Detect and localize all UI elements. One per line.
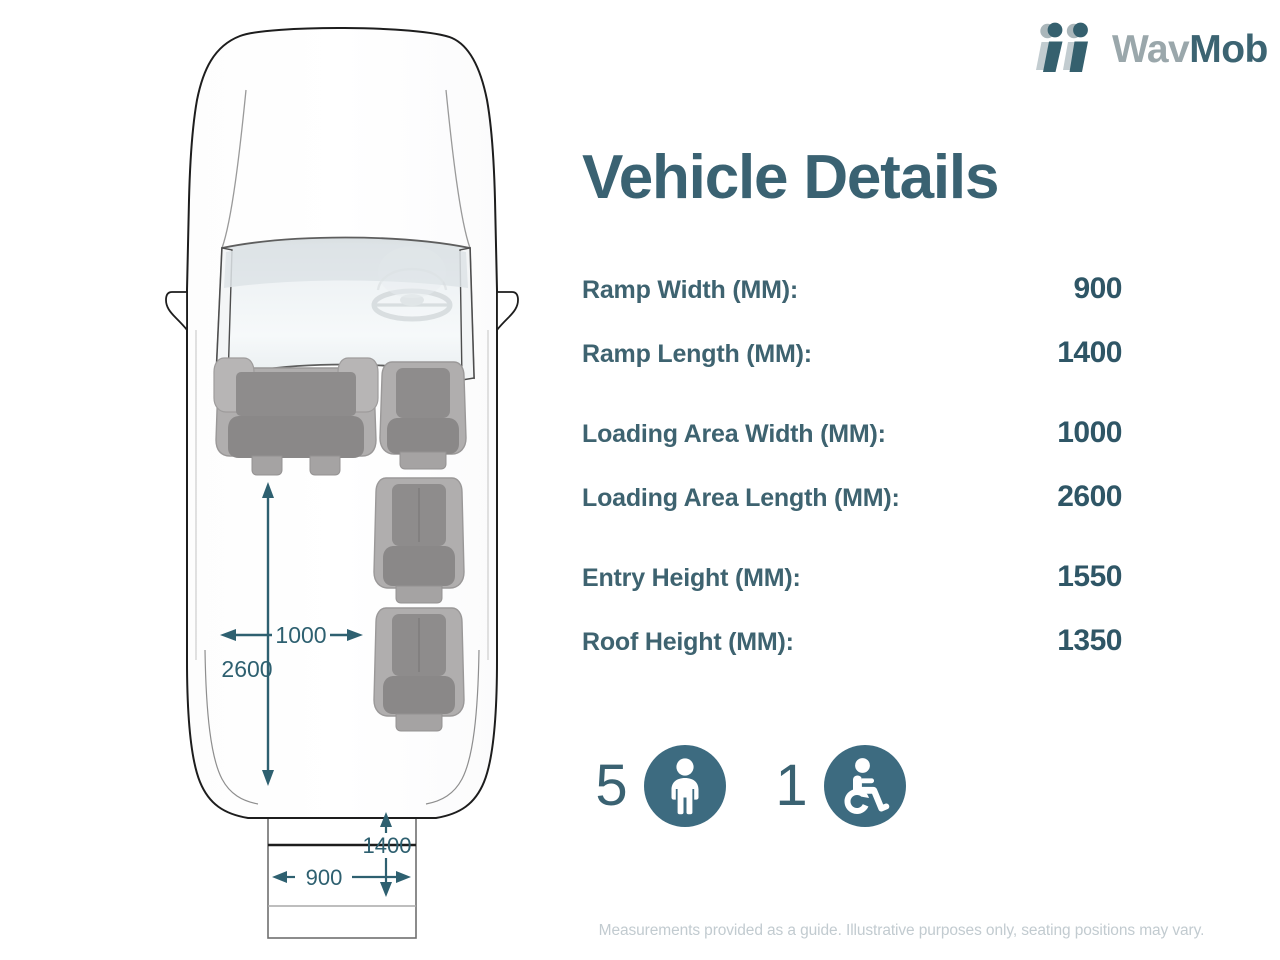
passenger-badge	[644, 745, 726, 827]
brand-logo: WavMob	[1034, 22, 1268, 76]
steering-wheel-icon	[371, 246, 453, 322]
spec-list: Ramp Width (MM): 900 Ramp Length (MM): 1…	[582, 272, 1123, 688]
wheelchair-icon	[844, 758, 890, 814]
windscreen	[215, 236, 475, 381]
dimension-label-1000: 1000	[275, 622, 326, 648]
spec-label: Ramp Length (MM):	[582, 340, 812, 368]
spec-row-loading-area-length: Loading Area Length (MM): 2600	[582, 480, 1123, 544]
vehicle-top-view-svg: 2600 1000 900	[165, 26, 519, 939]
brand-name-part2: Mob	[1189, 27, 1268, 71]
spec-value: 1400	[1057, 336, 1122, 369]
footer-disclaimer: Measurements provided as a guide. Illust…	[598, 922, 1205, 939]
spec-row-entry-height: Entry Height (MM): 1550	[582, 560, 1123, 624]
spec-value: 2600	[1057, 480, 1122, 513]
wheelchair-count: 1	[775, 753, 807, 818]
spec-row-loading-area-width: Loading Area Width (MM): 1000	[582, 416, 1123, 480]
spec-row-ramp-width: Ramp Width (MM): 900	[582, 272, 1123, 336]
wheelchair-capacity: 1	[762, 745, 906, 827]
spec-label: Loading Area Length (MM):	[582, 484, 900, 512]
third-row-seat	[373, 607, 465, 732]
dimension-label-2600: 2600	[221, 656, 272, 682]
vehicle-diagram: 2600 1000 900	[0, 0, 580, 960]
person-icon	[671, 758, 699, 815]
driver-seat	[379, 361, 467, 470]
spec-label: Entry Height (MM):	[582, 564, 801, 592]
spec-label: Roof Height (MM):	[582, 628, 794, 656]
spec-label: Ramp Width (MM):	[582, 276, 798, 304]
spec-value: 1000	[1057, 416, 1122, 449]
capacity-summary: 5 1	[582, 745, 906, 827]
spec-value: 1550	[1057, 560, 1122, 593]
spec-label: Loading Area Width (MM):	[582, 420, 886, 448]
wavmob-people-logo-icon	[1036, 22, 1088, 72]
dimension-ramp-length	[380, 812, 392, 897]
spec-value: 900	[1073, 272, 1122, 305]
brand-name-part1: Wav	[1112, 27, 1190, 71]
wheelchair-badge	[824, 745, 906, 827]
dimension-loading-width	[220, 629, 363, 641]
spec-row-roof-height: Roof Height (MM): 1350	[582, 624, 1123, 688]
spec-value: 1350	[1057, 624, 1122, 657]
passenger-capacity: 5	[582, 745, 726, 827]
dimension-label-1400: 1400	[363, 833, 412, 858]
second-row-seat	[373, 477, 465, 604]
passenger-count: 5	[595, 753, 627, 818]
dimension-label-900: 900	[306, 865, 343, 890]
details-panel: Vehicle Details Ramp Width (MM): 900 Ram…	[580, 0, 1280, 960]
brand-wordmark: WavMob	[1112, 30, 1268, 69]
dimension-ramp-width	[272, 871, 411, 883]
page-title: Vehicle Details	[582, 143, 999, 212]
front-bench-seat	[213, 357, 379, 476]
spec-row-ramp-length: Ramp Length (MM): 1400	[582, 336, 1123, 400]
